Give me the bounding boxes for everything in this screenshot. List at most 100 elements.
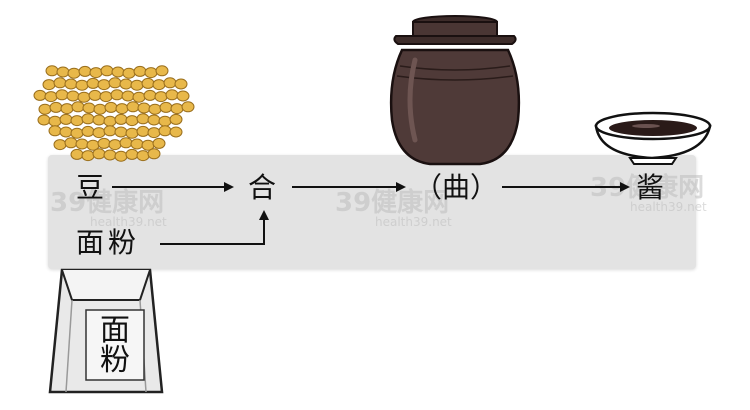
soybean xyxy=(174,78,188,90)
soybean xyxy=(92,114,106,126)
soybean xyxy=(82,102,96,114)
soybean xyxy=(144,67,158,79)
watermark-site: health39.net xyxy=(375,215,452,229)
soybean xyxy=(130,138,144,150)
soybean xyxy=(147,114,161,126)
soybean xyxy=(99,91,113,103)
soybean xyxy=(108,77,122,89)
soybean xyxy=(64,78,78,90)
soybean xyxy=(170,103,184,115)
soybean xyxy=(147,148,161,160)
soybean xyxy=(64,137,78,149)
soybean xyxy=(125,148,139,160)
arrow-flour-to-combine xyxy=(160,210,269,245)
soybean xyxy=(130,79,144,91)
soybean xyxy=(152,137,166,149)
soybean xyxy=(136,113,150,125)
soybean xyxy=(44,91,58,103)
label-combine: 合 xyxy=(248,171,277,204)
soybean xyxy=(114,150,128,162)
soybean xyxy=(100,65,114,77)
soybean xyxy=(132,91,146,103)
soybean xyxy=(48,125,62,137)
soybean xyxy=(163,77,177,89)
process-band xyxy=(48,155,696,269)
soybean xyxy=(89,67,103,79)
watermark-site: health39.net xyxy=(630,200,707,214)
soybean xyxy=(59,113,73,125)
soybean xyxy=(115,103,129,115)
soybean xyxy=(42,79,56,91)
soybean xyxy=(97,137,111,149)
soybean xyxy=(121,90,135,102)
label-flour: 面粉 xyxy=(76,226,141,259)
soybean xyxy=(104,101,118,113)
soybean xyxy=(70,148,84,160)
soybean xyxy=(110,89,124,101)
soybean xyxy=(143,89,157,101)
soybean xyxy=(159,101,173,113)
label-ferment: （曲） xyxy=(414,171,499,204)
soybean xyxy=(133,65,147,77)
soybean xyxy=(114,126,128,138)
soybean xyxy=(75,79,89,91)
soybean xyxy=(158,115,172,127)
bag-label-line2: 粉 xyxy=(100,343,130,378)
soybean-pile-icon xyxy=(33,65,195,162)
soybean xyxy=(108,139,122,151)
label-sauce: 酱 xyxy=(636,171,665,204)
soybean xyxy=(141,77,155,89)
soybean xyxy=(126,101,140,113)
soybean xyxy=(158,125,172,137)
soybean xyxy=(103,115,117,127)
soybean xyxy=(75,138,89,150)
soybean xyxy=(86,77,100,89)
flour-bag-icon xyxy=(48,268,164,394)
soybean xyxy=(49,101,63,113)
watermark-brand: 39健康网 xyxy=(335,188,450,218)
soybean xyxy=(48,115,62,127)
soybean xyxy=(103,125,117,137)
soybean xyxy=(125,115,139,127)
soybean xyxy=(119,137,133,149)
soybean xyxy=(176,90,190,102)
watermark-logo: 39健康网 health39.net xyxy=(50,190,167,228)
bag-label-line1: 面 xyxy=(100,313,130,348)
soybean xyxy=(45,65,59,77)
soybean xyxy=(169,126,183,138)
soybean xyxy=(148,103,162,115)
soybean xyxy=(92,148,106,160)
soybean xyxy=(59,126,73,138)
flow-arrows xyxy=(112,182,630,245)
soybean xyxy=(67,67,81,79)
soybean xyxy=(147,127,161,139)
soybean xyxy=(53,139,67,151)
soybean xyxy=(114,113,128,125)
soybean xyxy=(88,89,102,101)
soybean xyxy=(103,149,117,161)
soybean xyxy=(71,101,85,113)
soybean xyxy=(92,127,106,139)
soybean xyxy=(181,101,195,113)
watermark-site: health39.net xyxy=(90,215,167,229)
soybean xyxy=(111,66,125,78)
soybean xyxy=(37,114,51,126)
watermark-logo: 39健康网 health39.net xyxy=(335,190,452,228)
soybean xyxy=(152,79,166,91)
soybean xyxy=(60,103,74,115)
soybean xyxy=(154,91,168,103)
soybean xyxy=(169,113,183,125)
watermark-brand: 39健康网 xyxy=(50,188,165,218)
fermentation-jar-icon xyxy=(389,15,521,166)
soybean xyxy=(93,103,107,115)
soybean xyxy=(53,77,67,89)
soybean xyxy=(77,91,91,103)
soybean xyxy=(136,125,150,137)
soybean xyxy=(66,90,80,102)
soybean xyxy=(81,150,95,162)
soybean xyxy=(137,102,151,114)
soybean xyxy=(155,65,169,77)
soybean xyxy=(56,66,70,78)
